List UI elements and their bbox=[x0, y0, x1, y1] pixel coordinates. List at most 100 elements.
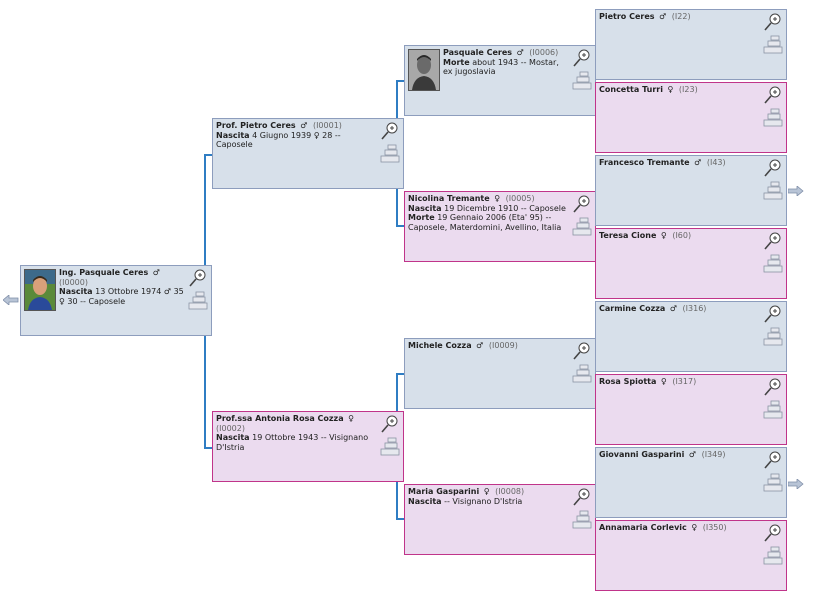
person-id: (I350) bbox=[702, 523, 727, 532]
arrow-right-icon[interactable] bbox=[788, 479, 804, 489]
person-name[interactable]: Maria Gasparini bbox=[408, 487, 480, 496]
person-name[interactable]: Ing. Pasquale Ceres bbox=[59, 268, 149, 277]
magnifier-icon[interactable] bbox=[572, 487, 592, 507]
person-id: (I0002) bbox=[216, 423, 245, 433]
event-line: Nascita 4 Giugno 1939 ♀ 28 -- Caposele bbox=[216, 130, 341, 150]
event-line: Nascita 19 Dicembre 1910 -- Caposele bbox=[408, 203, 566, 213]
connector-line bbox=[396, 225, 405, 227]
arrow-left-icon[interactable] bbox=[3, 295, 19, 305]
magnifier-icon[interactable] bbox=[763, 12, 783, 32]
family-tree-icon[interactable] bbox=[763, 326, 783, 346]
person-box-great-grandparent[interactable]: Francesco Tremante ♂ (I43) bbox=[595, 155, 787, 226]
arrow-right-icon[interactable] bbox=[788, 186, 804, 196]
magnifier-icon[interactable] bbox=[380, 414, 400, 434]
male-icon: ♂ bbox=[688, 450, 697, 459]
family-tree-icon[interactable] bbox=[763, 399, 783, 419]
female-icon: ♀ bbox=[660, 377, 667, 386]
female-icon: ♀ bbox=[494, 194, 501, 203]
event-line: Nascita 19 Ottobre 1943 -- Visignano D'I… bbox=[216, 433, 369, 452]
person-name[interactable]: Michele Cozza bbox=[408, 341, 472, 350]
person-id: (I0005) bbox=[505, 194, 535, 203]
person-box-father[interactable]: Prof. Pietro Ceres ♂ (I0001) Nascita 4 G… bbox=[212, 118, 404, 189]
connector-line bbox=[204, 154, 213, 156]
person-box-great-grandparent[interactable]: Annamaria Corlevic ♀ (I350) bbox=[595, 520, 787, 591]
magnifier-icon[interactable] bbox=[763, 304, 783, 324]
magnifier-icon[interactable] bbox=[572, 341, 592, 361]
family-tree-icon[interactable] bbox=[380, 143, 400, 163]
family-tree-icon[interactable] bbox=[572, 216, 592, 236]
female-icon: ♀ bbox=[660, 231, 667, 240]
person-id: (I43) bbox=[706, 158, 726, 167]
female-icon: ♀ bbox=[691, 523, 698, 532]
person-id: (I0000) bbox=[59, 277, 88, 287]
person-name[interactable]: Annamaria Corlevic bbox=[599, 523, 687, 532]
person-photo bbox=[24, 269, 56, 311]
person-box-mother[interactable]: Prof.ssa Antonia Rosa Cozza ♀ (I0002) Na… bbox=[212, 411, 404, 482]
magnifier-icon[interactable] bbox=[380, 121, 400, 141]
male-icon: ♂ bbox=[659, 12, 667, 21]
magnifier-icon[interactable] bbox=[572, 48, 592, 68]
person-box-great-grandparent[interactable]: Pietro Ceres ♂ (I22) bbox=[595, 9, 787, 80]
person-name[interactable]: Prof.ssa Antonia Rosa Cozza bbox=[216, 414, 344, 423]
family-tree-icon[interactable] bbox=[380, 436, 400, 456]
family-tree-icon[interactable] bbox=[763, 545, 783, 565]
person-box-great-grandparent[interactable]: Concetta Turri ♀ (I23) bbox=[595, 82, 787, 153]
person-name[interactable]: Carmine Cozza bbox=[599, 304, 666, 313]
magnifier-icon[interactable] bbox=[572, 194, 592, 214]
male-icon: ♂ bbox=[669, 304, 677, 313]
family-tree-icon[interactable] bbox=[188, 290, 208, 310]
family-tree-icon[interactable] bbox=[763, 34, 783, 54]
connector-line bbox=[396, 80, 405, 82]
person-box-great-grandparent[interactable]: Giovanni Gasparini ♂ (I349) bbox=[595, 447, 787, 518]
connector-line bbox=[396, 518, 405, 520]
person-box-maternal-grandfather[interactable]: Michele Cozza ♂ (I0009) bbox=[404, 338, 596, 409]
female-icon: ♀ bbox=[348, 414, 355, 423]
person-id: (I349) bbox=[701, 450, 726, 459]
person-id: (I23) bbox=[678, 85, 698, 94]
person-name[interactable]: Pasquale Ceres bbox=[443, 48, 513, 57]
person-box-maternal-grandmother[interactable]: Maria Gasparini ♀ (I0008) Nascita -- Vis… bbox=[404, 484, 596, 555]
person-name[interactable]: Giovanni Gasparini bbox=[599, 450, 685, 459]
person-name[interactable]: Rosa Spiotta bbox=[599, 377, 657, 386]
person-name[interactable]: Teresa Cione bbox=[599, 231, 657, 240]
person-box-paternal-grandmother[interactable]: Nicolina Tremante ♀ (I0005) Nascita 19 D… bbox=[404, 191, 596, 262]
connector-line bbox=[396, 373, 405, 375]
magnifier-icon[interactable] bbox=[763, 158, 783, 178]
person-box-root[interactable]: Ing. Pasquale Ceres ♂ (I0000) Nascita 13… bbox=[20, 265, 212, 336]
person-box-great-grandparent[interactable]: Rosa Spiotta ♀ (I317) bbox=[595, 374, 787, 445]
male-icon: ♂ bbox=[476, 341, 484, 350]
person-id: (I0001) bbox=[312, 121, 342, 130]
family-tree-icon[interactable] bbox=[763, 253, 783, 273]
magnifier-icon[interactable] bbox=[763, 377, 783, 397]
magnifier-icon[interactable] bbox=[763, 85, 783, 105]
person-id: (I317) bbox=[672, 377, 697, 386]
family-tree-icon[interactable] bbox=[572, 509, 592, 529]
person-id: (I60) bbox=[672, 231, 692, 240]
person-box-paternal-grandfather[interactable]: Pasquale Ceres ♂ (I0006) Morte about 194… bbox=[404, 45, 596, 116]
family-tree-icon[interactable] bbox=[763, 472, 783, 492]
male-icon: ♂ bbox=[516, 48, 524, 57]
family-tree-icon[interactable] bbox=[572, 70, 592, 90]
person-name[interactable]: Concetta Turri bbox=[599, 85, 663, 94]
person-name[interactable]: Nicolina Tremante bbox=[408, 194, 490, 203]
person-id: (I316) bbox=[682, 304, 707, 313]
female-icon: ♀ bbox=[667, 85, 674, 94]
person-name[interactable]: Francesco Tremante bbox=[599, 158, 690, 167]
male-icon: ♂ bbox=[300, 121, 308, 130]
event-line: Nascita 13 Ottobre 1974 ♂ 35 ♀ 30 -- Cap… bbox=[59, 287, 184, 306]
magnifier-icon[interactable] bbox=[763, 523, 783, 543]
family-tree-icon[interactable] bbox=[572, 363, 592, 383]
family-tree-icon[interactable] bbox=[763, 107, 783, 127]
person-box-great-grandparent[interactable]: Carmine Cozza ♂ (I316) bbox=[595, 301, 787, 372]
family-tree-icon[interactable] bbox=[763, 180, 783, 200]
person-box-great-grandparent[interactable]: Teresa Cione ♀ (I60) bbox=[595, 228, 787, 299]
female-icon: ♀ bbox=[483, 487, 490, 496]
magnifier-icon[interactable] bbox=[188, 268, 208, 288]
event-line: Nascita -- Visignano D'Istria bbox=[408, 496, 523, 506]
person-id: (I0009) bbox=[488, 341, 518, 350]
male-icon: ♂ bbox=[152, 268, 160, 277]
person-name[interactable]: Prof. Pietro Ceres bbox=[216, 121, 296, 130]
person-name[interactable]: Pietro Ceres bbox=[599, 12, 655, 21]
magnifier-icon[interactable] bbox=[763, 231, 783, 251]
magnifier-icon[interactable] bbox=[763, 450, 783, 470]
